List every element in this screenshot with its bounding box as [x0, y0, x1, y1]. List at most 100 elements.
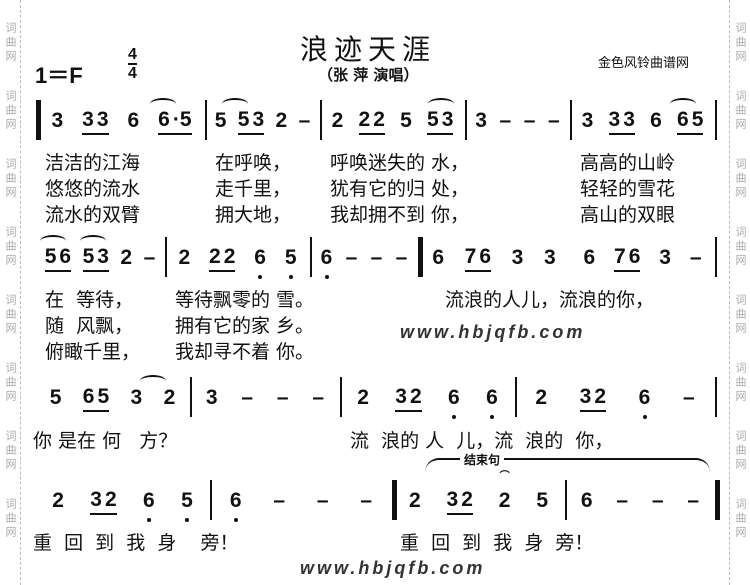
note: 2	[358, 107, 371, 131]
watermark: www.hbjqfb.com	[300, 558, 486, 578]
note: 3	[659, 246, 671, 269]
note: –	[689, 246, 702, 269]
margin-mark: 词曲网	[4, 430, 16, 472]
note: 3	[543, 246, 556, 269]
bar-line	[715, 237, 717, 277]
note: 7	[464, 244, 477, 268]
note: 2	[535, 386, 547, 409]
note: 5	[400, 109, 412, 132]
left-margin-watermark: 词曲网 词曲网 词曲网 词曲网 词曲网 词曲网 词曲网 词曲网	[0, 0, 21, 585]
bar-line	[565, 480, 567, 520]
note: 3	[579, 384, 592, 408]
fermata-icon: ⌒	[499, 471, 510, 482]
lyric: 流浪的人儿，流浪的你，	[445, 289, 655, 311]
note: 5	[214, 109, 227, 132]
note: 5	[44, 244, 57, 268]
note: 6	[230, 489, 242, 522]
lower-octave-dot	[184, 518, 189, 522]
margin-mark: 词曲网	[4, 362, 16, 404]
note: 3	[130, 386, 143, 409]
note: 3	[446, 487, 459, 511]
bar-line	[392, 480, 397, 520]
note: 6	[254, 246, 266, 279]
note: 6	[143, 489, 155, 522]
note: 6	[628, 244, 641, 268]
measure: 3–––	[469, 104, 566, 138]
note: 3	[51, 109, 64, 132]
note: 6	[650, 109, 662, 132]
margin-mark: 词曲网	[4, 498, 16, 540]
lower-octave-dot	[451, 415, 456, 419]
note: 3	[475, 109, 487, 132]
bar-line	[190, 377, 192, 417]
note: –	[370, 246, 383, 269]
lower-octave-dot	[258, 275, 263, 279]
lyric: 我却寻不着 你。	[175, 341, 315, 363]
margin-mark: 词曲网	[734, 158, 746, 200]
note: 2	[594, 384, 607, 408]
bar-line	[715, 377, 717, 417]
singer-credit: （张 萍 演唱）	[318, 66, 419, 84]
note: 3	[623, 107, 635, 131]
bar-line	[320, 100, 322, 140]
slur	[40, 235, 66, 247]
lyric: 在呼唤，	[215, 152, 292, 174]
note: 2	[461, 487, 473, 511]
bar-line	[515, 377, 517, 417]
margin-mark: 词曲网	[734, 226, 746, 268]
note: 6	[82, 384, 95, 408]
note: 6	[583, 246, 596, 269]
lower-octave-dot	[146, 518, 151, 522]
note: 2	[104, 487, 117, 511]
margin-mark: 词曲网	[4, 90, 16, 132]
bar-line	[715, 480, 720, 520]
note: 6	[639, 386, 650, 419]
margin-mark: 词曲网	[4, 158, 16, 200]
lower-octave-dot	[233, 518, 238, 522]
note: –	[316, 489, 329, 512]
slur	[222, 98, 248, 110]
note: 6	[432, 246, 444, 269]
measure: 6–––	[314, 241, 414, 279]
lyric: 悠悠的流水	[45, 178, 141, 200]
note: –	[687, 489, 700, 512]
note: 6	[486, 386, 498, 419]
time-bottom: 4	[128, 63, 137, 82]
note: 6	[479, 244, 492, 268]
right-margin-watermark: 词曲网 词曲网 词曲网 词曲网 词曲网 词曲网 词曲网 词曲网	[729, 0, 750, 585]
lyric: 高山的双眼	[580, 204, 676, 226]
bar-line	[210, 480, 212, 520]
note: –	[143, 246, 156, 269]
note: –	[241, 386, 254, 409]
lyric: 洁洁的江海	[45, 152, 141, 174]
lyric: 你 是在 何 方？	[33, 430, 178, 452]
lyric: 在 等待，	[45, 289, 134, 311]
note: –	[276, 386, 289, 409]
note: 6	[448, 386, 460, 419]
note: 3	[96, 107, 109, 131]
margin-mark: 词曲网	[734, 22, 746, 64]
note: 2	[331, 109, 344, 132]
note: 2	[52, 489, 64, 512]
note: 2	[373, 107, 385, 131]
bar-line	[205, 100, 207, 140]
margin-mark: 词曲网	[734, 90, 746, 132]
